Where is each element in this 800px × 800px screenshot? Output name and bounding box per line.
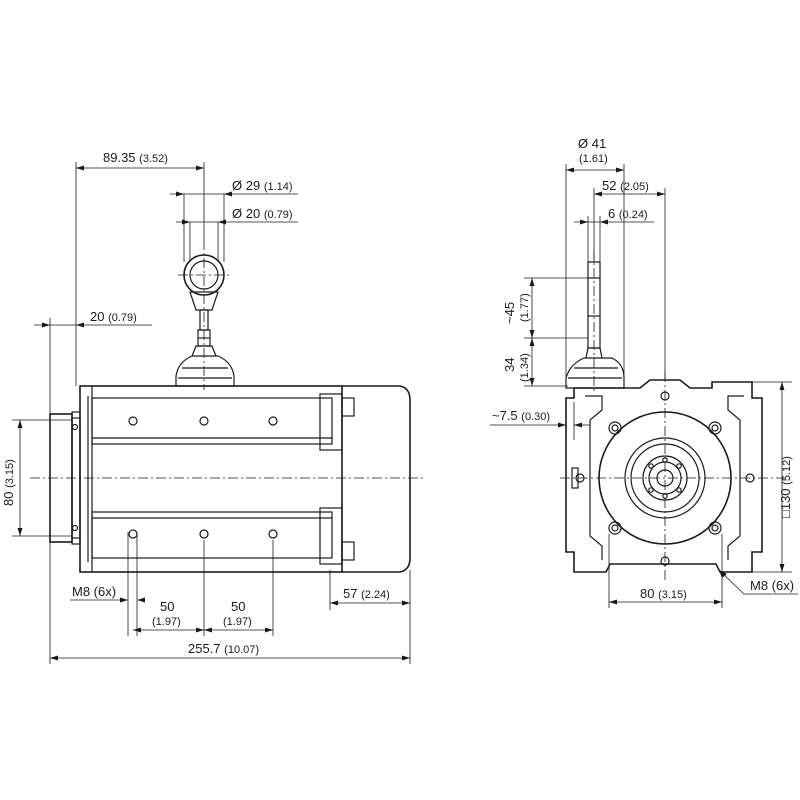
dim-255-7-inch: (10.07) <box>224 644 259 656</box>
dim-80-side-value: 80 <box>1 492 16 506</box>
svg-text:~7.5 (0.30): ~7.5 (0.30) <box>492 408 550 423</box>
thread-label-front-text: M8 (6x) <box>750 578 794 593</box>
thread-label-side-text: M8 (6x) <box>72 584 116 599</box>
dim-80-front-value: 80 <box>640 586 654 601</box>
dim-6: 6 (0.24) <box>574 206 654 262</box>
dim-50-pair: 50 (1.97) 50 (1.97) <box>133 540 274 636</box>
dim-255-7: 255.7 (10.07) <box>49 542 410 664</box>
dim-dia-20: Ø 20 (0.79) <box>176 206 298 262</box>
dim-6-inch: (0.24) <box>619 209 648 221</box>
dim-20-value: 20 <box>90 309 104 324</box>
svg-text:80 (3.15): 80 (3.15) <box>640 586 687 601</box>
dim-52: 52 (2.05) <box>593 178 666 380</box>
dim-57-inch: (2.24) <box>361 589 390 601</box>
dim-89-35: 89.35 (3.52) <box>75 150 205 386</box>
svg-text:52 (2.05): 52 (2.05) <box>602 178 649 193</box>
dim-130-value: □130 <box>778 488 793 518</box>
dim-dia-41: Ø 41 (1.61) <box>565 136 625 380</box>
dim-20-inch: (0.79) <box>108 312 137 324</box>
dim-80-front-inch: (3.15) <box>658 589 687 601</box>
front-wire-outlet <box>565 261 625 389</box>
dim-7-5-inch: (0.30) <box>521 411 550 423</box>
dim-20: 20 (0.79) <box>34 309 152 414</box>
dim-6-value: 6 <box>608 206 615 221</box>
dim-57: 57 (2.24) <box>329 570 411 664</box>
dim-50-b-inch: (1.97) <box>223 616 252 628</box>
dim-50-a-value: 50 <box>160 599 174 614</box>
svg-text:80 (3.15): 80 (3.15) <box>1 459 16 506</box>
dim-dia-20-value: Ø 20 <box>232 206 260 221</box>
dim-dia-41-value: Ø 41 <box>578 136 606 151</box>
dim-45-inch: (1.77) <box>519 293 531 322</box>
dim-dia-29-inch: (1.14) <box>264 181 293 193</box>
dim-80-front: 80 (3.15) <box>608 534 723 608</box>
thread-label-front: M8 (6x) <box>718 569 798 595</box>
dim-dia-29-value: Ø 29 <box>232 178 260 193</box>
dim-57-value: 57 <box>343 586 357 601</box>
dim-45-value: ~45 <box>502 302 517 324</box>
dim-34-value: 34 <box>502 358 517 372</box>
front-view: Ø 41 (1.61) 52 (2.05) 6 (0.24) <box>490 136 798 608</box>
side-view: 89.35 (3.52) Ø 29 (1.14) Ø 20 (0.79) <box>1 150 425 664</box>
svg-text:Ø 20 (0.79): Ø 20 (0.79) <box>232 206 293 221</box>
side-housing <box>79 385 355 573</box>
thread-label-side: M8 (6x) <box>70 532 145 636</box>
svg-text:Ø 29 (1.14): Ø 29 (1.14) <box>232 178 293 193</box>
dim-80-side: 80 (3.15) <box>1 419 72 537</box>
dim-45-34: ~45 (1.77) 34 (1.34) <box>502 277 588 387</box>
dim-89-35-inch: (3.52) <box>139 153 168 165</box>
dim-dia-20-inch: (0.79) <box>264 209 293 221</box>
dim-7-5: ~7.5 (0.30) <box>490 402 590 440</box>
dim-7-5-value: ~7.5 <box>492 408 518 423</box>
front-housing <box>565 379 763 573</box>
dim-89-35-value: 89.35 <box>103 150 136 165</box>
svg-text:□130 (5.12): □130 (5.12) <box>778 456 793 518</box>
dim-255-7-value: 255.7 <box>188 641 221 656</box>
dim-50-a-inch: (1.97) <box>152 616 181 628</box>
dim-80-side-inch: (3.15) <box>4 459 16 488</box>
svg-text:89.35 (3.52): 89.35 (3.52) <box>103 150 168 165</box>
svg-text:255.7 (10.07): 255.7 (10.07) <box>188 641 259 656</box>
dim-dia-41-inch: (1.61) <box>579 153 608 165</box>
svg-text:57 (2.24): 57 (2.24) <box>343 586 390 601</box>
dim-130: □130 (5.12) <box>752 381 793 573</box>
dim-50-b-value: 50 <box>231 599 245 614</box>
dim-130-inch: (5.12) <box>781 456 793 485</box>
dim-34-inch: (1.34) <box>519 353 531 382</box>
dim-52-inch: (2.05) <box>620 181 649 193</box>
svg-text:20 (0.79): 20 (0.79) <box>90 309 137 324</box>
side-rear-cover <box>342 385 411 573</box>
dim-52-value: 52 <box>602 178 616 193</box>
dim-dia-29: Ø 29 (1.14) <box>170 178 298 262</box>
svg-text:6 (0.24): 6 (0.24) <box>608 206 648 221</box>
